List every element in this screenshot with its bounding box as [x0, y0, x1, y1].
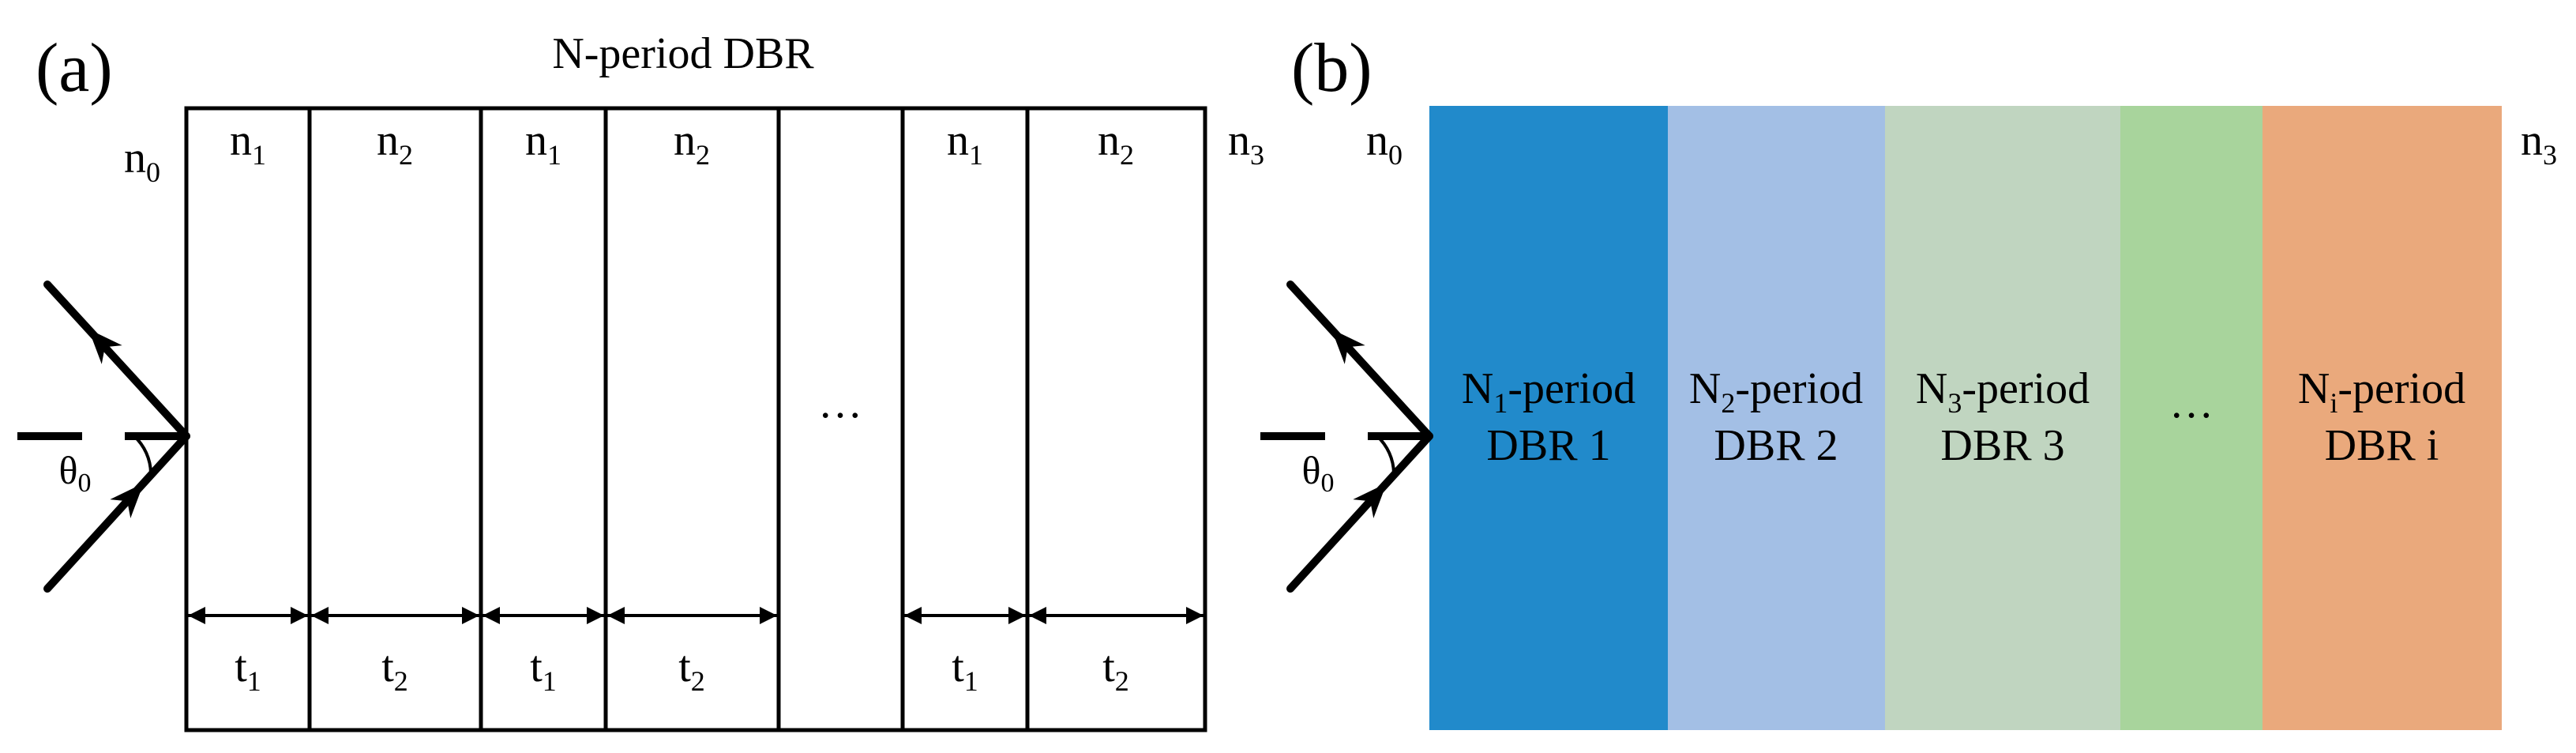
layer-index-label: n1: [947, 116, 983, 171]
layer-index-label: n2: [674, 116, 710, 171]
layer-thickness-label: t1: [235, 642, 261, 697]
layer-thickness-label: t1: [952, 642, 978, 697]
incident-ray-arrow: [47, 483, 144, 589]
dbr-block-i-label: Ni-period: [2298, 364, 2465, 419]
layer-thickness-label: t2: [1102, 642, 1129, 697]
ray-diagram-a: [17, 280, 190, 593]
ambient-index-b: n0: [1366, 116, 1403, 171]
angle-arc: [1376, 435, 1395, 474]
substrate-index-b: n3: [2521, 116, 2557, 171]
dbr-block-2-name: DBR 2: [1714, 421, 1838, 470]
ray-diagram-b: [1260, 280, 1433, 593]
layer-index-label: n2: [377, 116, 413, 171]
substrate-index-a: n3: [1228, 116, 1264, 171]
ellipsis-b: …: [2169, 378, 2214, 427]
dbr-block-3-name: DBR 3: [1940, 421, 2064, 470]
dbr-stack-outline: [184, 106, 1207, 732]
ambient-index-a: n0: [124, 134, 160, 188]
panel-a-label: (a): [36, 30, 113, 107]
ellipsis-a: …: [818, 378, 862, 427]
layer-thickness-label: t1: [530, 642, 557, 697]
incidence-angle-b: θ0: [1302, 448, 1335, 498]
dbr-block-i-name: DBR i: [2325, 421, 2439, 470]
dbr-block-1-name: DBR 1: [1486, 421, 1610, 470]
incident-ray-arrow: [1290, 483, 1387, 589]
layer-thickness-label: t2: [381, 642, 408, 697]
panel-a: (a) N-period DBR n0 n3 n1 t1 n2 t2 n1 t1…: [17, 29, 1264, 732]
dbr-block-3-label: N3-period: [1916, 364, 2090, 419]
angle-arc: [133, 435, 152, 474]
layer-index-label: n2: [1098, 116, 1134, 171]
dbr-block-1-label: N1-period: [1462, 364, 1635, 419]
layer-thickness-label: t2: [678, 642, 705, 697]
panel-a-title: N-period DBR: [552, 29, 814, 78]
dbr-block-ellipsis: [2120, 106, 2262, 730]
dbr-block-3: [1885, 106, 2120, 730]
dbr-block-2: [1668, 106, 1885, 730]
layer-index-label: n1: [230, 116, 266, 171]
panel-b-label: (b): [1291, 30, 1372, 107]
dbr-block-i: [2262, 106, 2502, 730]
reflected-ray-arrow: [1331, 329, 1430, 437]
layer-index-label: n1: [525, 116, 561, 171]
panel-b: (b) n0 n3 N1-period DBR 1 N2-period DBR …: [1260, 30, 2557, 730]
dbr-block-1: [1429, 106, 1668, 730]
reflected-ray-arrow: [88, 329, 187, 437]
dbr-block-2-label: N2-period: [1689, 364, 1863, 419]
incidence-angle-a: θ0: [59, 448, 92, 498]
